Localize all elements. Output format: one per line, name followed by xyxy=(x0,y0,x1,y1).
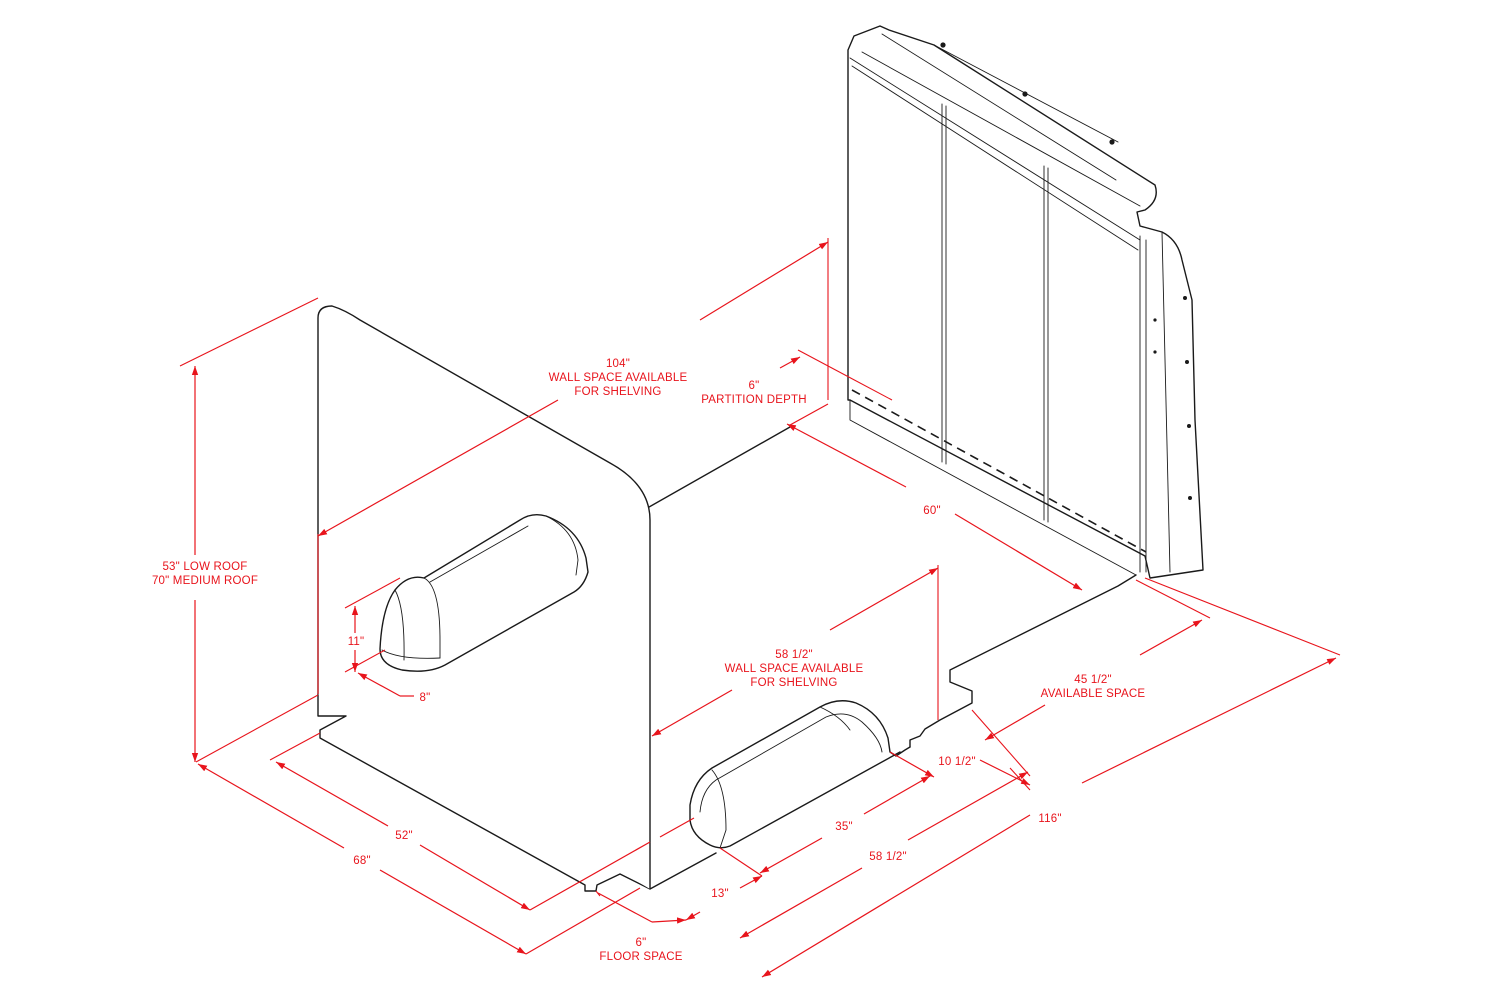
label-45-value: 45 1/2" xyxy=(1074,674,1111,686)
dim-116: 116" xyxy=(761,577,1341,978)
label-104-text2: FOR SHELVING xyxy=(574,386,661,398)
label-floor-text: FLOOR SPACE xyxy=(599,951,682,963)
label-68: 68" xyxy=(353,855,370,867)
label-8: 8" xyxy=(420,692,431,704)
dim-60: 60" xyxy=(786,423,1083,591)
label-116: 116" xyxy=(1038,813,1061,825)
label-60: 60" xyxy=(923,505,940,517)
label-58w-text1: WALL SPACE AVAILABLE xyxy=(725,663,864,675)
dim-height: 53" LOW ROOF 70" MEDIUM ROOF xyxy=(152,297,319,762)
left-wheel-well xyxy=(379,513,589,672)
dim-13: 13" xyxy=(685,875,763,921)
dim-wall-104: 104" WALL SPACE AVAILABLE FOR SHELVING xyxy=(317,238,829,694)
dim-52: 52" xyxy=(269,732,695,911)
dim-floor-6: 6" FLOOR SPACE xyxy=(595,890,687,963)
right-wheel-well xyxy=(689,700,911,849)
dim-68: 68" xyxy=(195,694,641,955)
label-partition-text: PARTITION DEPTH xyxy=(701,394,806,406)
label-height-2: 70" MEDIUM ROOF xyxy=(152,575,258,587)
label-35: 35" xyxy=(835,821,852,833)
dim-wall-58: 58 1/2" WALL SPACE AVAILABLE FOR SHELVIN… xyxy=(651,565,939,737)
rear-partition xyxy=(847,25,1204,579)
dim-available-45: 45 1/2" AVAILABLE SPACE xyxy=(971,579,1211,777)
label-52: 52" xyxy=(395,830,412,842)
label-height-1: 53" LOW ROOF xyxy=(162,561,247,573)
dim-58: 58 1/2" xyxy=(739,767,1031,939)
dim-11: 11" xyxy=(344,577,401,673)
dim-10: 10 1/2" xyxy=(889,751,1031,786)
dim-35: 35" xyxy=(719,775,931,877)
label-58w-text2: FOR SHELVING xyxy=(750,677,837,689)
label-45-text: AVAILABLE SPACE xyxy=(1041,688,1146,700)
label-13: 13" xyxy=(711,888,728,900)
label-partition-value: 6" xyxy=(749,380,760,392)
label-10: 10 1/2" xyxy=(938,756,975,768)
label-58w-value: 58 1/2" xyxy=(775,649,812,661)
label-104-value: 104" xyxy=(606,358,630,370)
label-11: 11" xyxy=(348,636,365,648)
dim-8: 8" xyxy=(357,672,431,704)
label-104-text1: WALL SPACE AVAILABLE xyxy=(549,372,688,384)
side-panel xyxy=(317,305,651,889)
label-58: 58 1/2" xyxy=(869,851,906,863)
dim-partition-depth: 6" PARTITION DEPTH xyxy=(701,349,893,426)
label-floor-value: 6" xyxy=(636,937,647,949)
